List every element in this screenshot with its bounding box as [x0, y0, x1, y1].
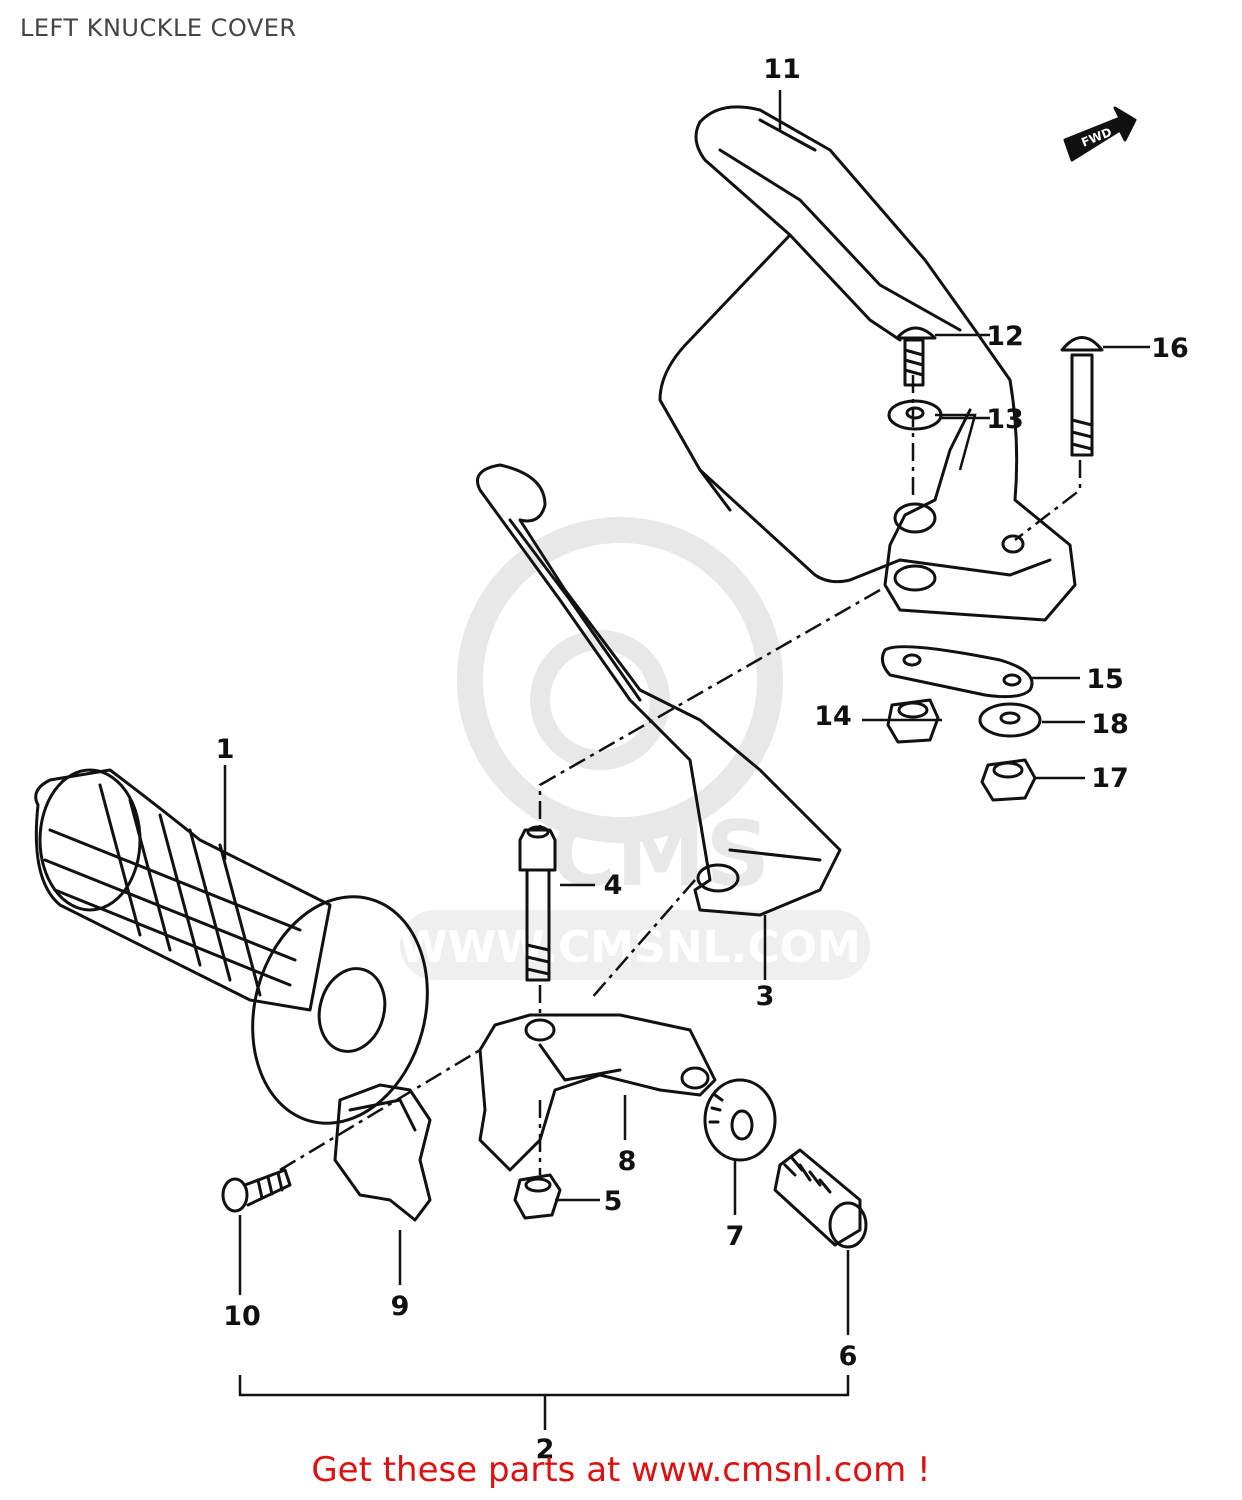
callout-9: 9	[391, 1291, 410, 1322]
part-1-grip	[34, 768, 429, 1125]
part-15-plate	[880, 645, 1034, 699]
callout-17: 17	[1091, 763, 1129, 794]
part-17-nut	[980, 758, 1037, 802]
part-3-lever	[476, 463, 842, 917]
part-12-screw	[895, 326, 937, 387]
forward-arrow-icon	[1063, 106, 1137, 162]
callout-11: 11	[763, 54, 801, 85]
callout-10: 10	[223, 1301, 261, 1332]
part-16-bolt	[1060, 336, 1104, 457]
part-7-nut	[703, 1078, 777, 1162]
watermark-logo: CMS	[550, 802, 770, 907]
callout-16: 16	[1151, 333, 1189, 364]
callout-4: 4	[604, 870, 623, 901]
callout-15: 15	[1086, 664, 1124, 695]
part-9-clamp	[333, 1083, 432, 1222]
part-11-knuckle-cover	[658, 105, 1077, 622]
watermark-url: WWW.CMSNL.COM	[399, 922, 861, 973]
leader-2-bracket	[238, 1375, 850, 1397]
callout-1: 1	[216, 734, 235, 765]
callout-6: 6	[839, 1341, 858, 1372]
callout-14: 14	[814, 701, 852, 732]
part-4-bolt	[518, 825, 557, 982]
callout-7: 7	[726, 1221, 745, 1252]
cms-watermark: CMS WWW.CMSNL.COM	[399, 517, 870, 980]
callout-8: 8	[618, 1146, 637, 1177]
cta-link[interactable]: Get these parts at www.cmsnl.com !	[311, 1450, 931, 1490]
callout-5: 5	[604, 1186, 623, 1217]
part-18-washer	[978, 702, 1042, 738]
part-5-nut	[513, 1173, 562, 1220]
callout-13: 13	[986, 404, 1024, 435]
part-6-adjuster	[773, 1148, 868, 1249]
part-8-bracket	[478, 1013, 717, 1172]
callout-2: 2	[536, 1434, 555, 1465]
callout-18: 18	[1091, 709, 1129, 740]
part-13-washer	[887, 399, 943, 431]
callout-12: 12	[986, 321, 1024, 352]
callout-3: 3	[756, 981, 775, 1012]
part-14-nut	[886, 698, 940, 744]
page-title: LEFT KNUCKLE COVER	[20, 14, 297, 42]
part-10-screw	[221, 1168, 292, 1213]
